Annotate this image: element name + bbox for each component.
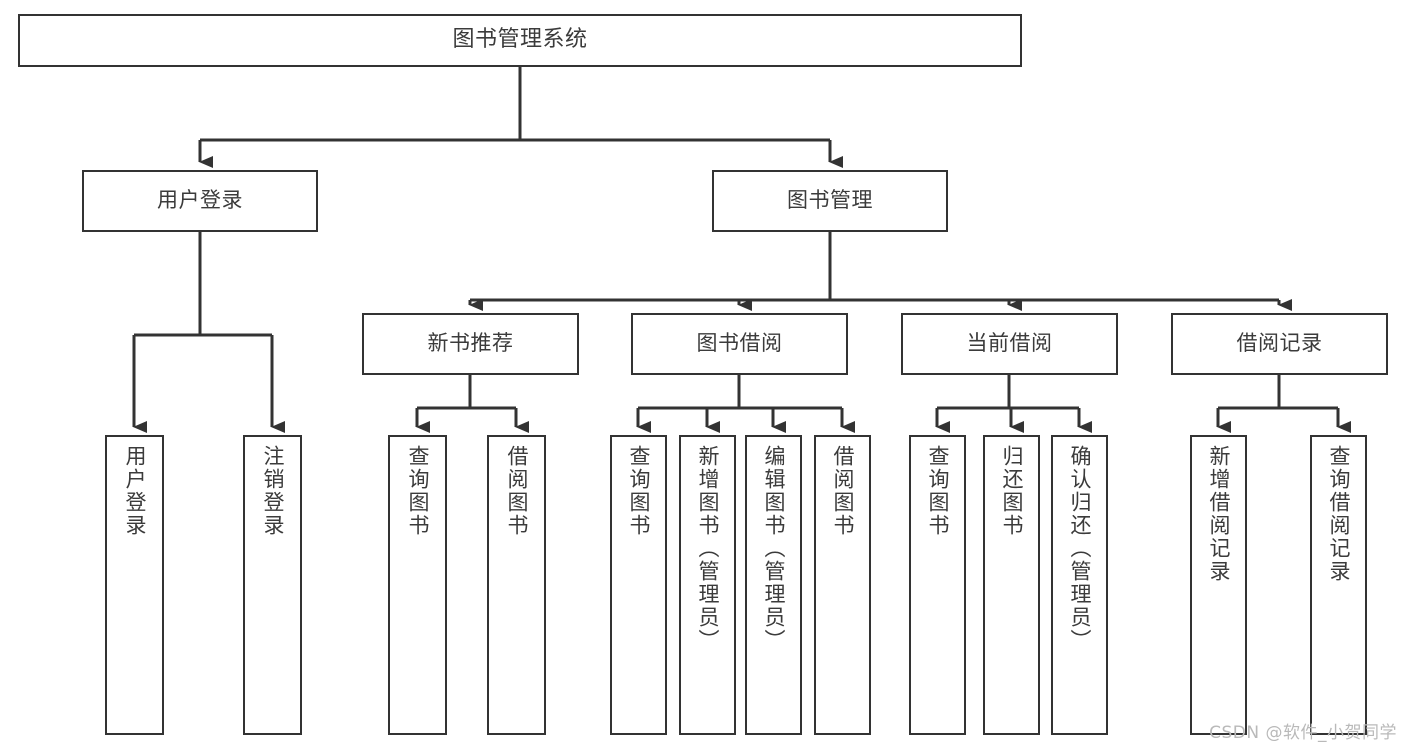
leaf-add-record[interactable]: 新增借阅记录: [1190, 435, 1247, 735]
leaf-confirm-return-label: 确认归还（管理员）: [1067, 445, 1092, 652]
watermark: CSDN @软件_小贺同学: [1209, 723, 1397, 743]
leaf-borrow-book-1-label: 借阅图书: [504, 445, 529, 537]
leaf-edit-book-label: 编辑图书（管理员）: [761, 445, 786, 652]
leaf-edit-book[interactable]: 编辑图书（管理员）: [745, 435, 802, 735]
node-book-manage-label: 图书管理: [787, 188, 873, 213]
node-new-book-recommend[interactable]: 新书推荐: [362, 313, 579, 375]
leaf-return-book[interactable]: 归还图书: [983, 435, 1040, 735]
node-new-book-recommend-label: 新书推荐: [427, 331, 514, 356]
node-borrow-record-label: 借阅记录: [1236, 331, 1323, 356]
leaf-add-book-label: 新增图书（管理员）: [695, 445, 720, 652]
leaf-return-book-label: 归还图书: [999, 445, 1024, 537]
leaf-add-book[interactable]: 新增图书（管理员）: [679, 435, 736, 735]
leaf-query-record[interactable]: 查询借阅记录: [1310, 435, 1367, 735]
node-current-borrow[interactable]: 当前借阅: [901, 313, 1118, 375]
leaf-query-record-label: 查询借阅记录: [1326, 445, 1351, 583]
node-user-login-label: 用户登录: [157, 188, 243, 213]
node-book-borrow[interactable]: 图书借阅: [631, 313, 848, 375]
node-borrow-record[interactable]: 借阅记录: [1171, 313, 1388, 375]
leaf-query-book-1[interactable]: 查询图书: [388, 435, 447, 735]
node-root[interactable]: 图书管理系统: [18, 14, 1022, 67]
node-current-borrow-label: 当前借阅: [966, 331, 1053, 356]
leaf-user-login-label: 用户登录: [122, 445, 147, 537]
leaf-user-logout[interactable]: 注销登录: [243, 435, 302, 735]
leaf-borrow-book-2[interactable]: 借阅图书: [814, 435, 871, 735]
leaf-query-book-1-label: 查询图书: [405, 445, 430, 537]
leaf-borrow-book-1[interactable]: 借阅图书: [487, 435, 546, 735]
leaf-query-book-3-label: 查询图书: [925, 445, 950, 537]
leaf-query-book-3[interactable]: 查询图书: [909, 435, 966, 735]
leaf-user-login[interactable]: 用户登录: [105, 435, 164, 735]
leaf-borrow-book-2-label: 借阅图书: [830, 445, 855, 537]
leaf-add-record-label: 新增借阅记录: [1206, 445, 1231, 583]
leaf-query-book-2[interactable]: 查询图书: [610, 435, 667, 735]
node-root-label: 图书管理系统: [452, 27, 588, 53]
leaf-query-book-2-label: 查询图书: [626, 445, 651, 537]
node-book-borrow-label: 图书借阅: [696, 331, 783, 356]
node-user-login[interactable]: 用户登录: [82, 170, 318, 232]
leaf-confirm-return[interactable]: 确认归还（管理员）: [1051, 435, 1108, 735]
leaf-user-logout-label: 注销登录: [260, 445, 285, 537]
node-book-manage[interactable]: 图书管理: [712, 170, 948, 232]
